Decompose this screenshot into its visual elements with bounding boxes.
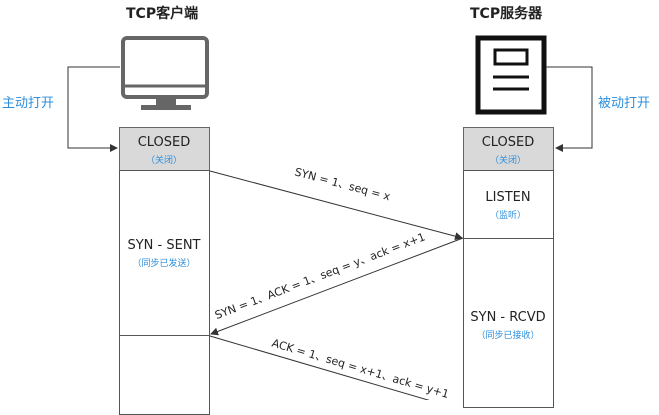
server-state-closed: CLOSED （关闭） [463,135,553,166]
client-state-syn-sent-label: SYN - SENT [127,238,201,253]
server-state-syn-rcvd-sublabel: （同步已接收） [476,331,540,341]
server-title: TCP服务器 [470,6,543,22]
server-state-closed-sublabel: （关闭） [489,156,526,166]
server-state-syn-rcvd-label: SYN - RCVD [470,310,546,325]
client-closed-box [119,127,210,171]
server-passive-open-label: 被动打开 [598,96,651,111]
server-state-syn-rcvd: SYN - RCVD （同步已接收） [463,310,553,341]
client-title: TCP客户端 [126,6,199,22]
monitor-icon [121,36,209,110]
server-closed-box [463,127,554,171]
client-active-open-arrow [67,66,120,152]
client-state-closed-label: CLOSED [137,135,191,150]
server-state-listen-sublabel: （监听） [489,211,526,221]
syn-ack-message-arrow [210,237,464,336]
server-state-closed-label: CLOSED [481,135,535,150]
client-state-closed: CLOSED （关闭） [119,135,209,166]
client-state-syn-sent: SYN - SENT （同步已发送） [119,238,209,269]
server-document-icon [475,35,547,115]
server-syn-rcvd-box [463,238,554,408]
client-syn-sent-box [119,170,210,336]
server-state-listen-label: LISTEN [485,190,531,205]
server-listen-box [463,170,554,239]
client-state-syn-sent-sublabel: （同步已发送） [132,259,196,269]
diagram-graphics [67,35,593,400]
ack-message-arrow [209,335,430,400]
server-state-listen: LISTEN （监听） [463,190,553,221]
syn-message-arrow [209,170,463,241]
client-active-open-label: 主动打开 [2,96,55,111]
server-passive-open-arrow [546,66,593,152]
client-state-closed-sublabel: （关闭） [145,156,182,166]
